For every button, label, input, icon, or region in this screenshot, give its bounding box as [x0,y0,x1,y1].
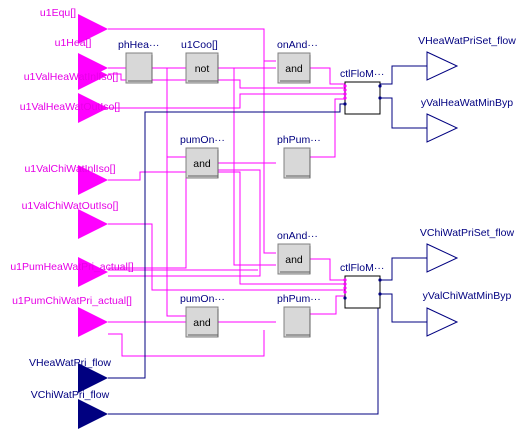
label-phPumHea: phPum··· [277,134,321,146]
wire-inl-ctlFlo [108,73,345,89]
wire-out-ctlFlo [108,93,345,109]
label-phHea: phHea··· [118,39,159,51]
label-yValHeaWatMinByp: yValHeaWatMinByp [421,97,513,109]
wire-phPum2-ctlFlo2 [310,295,345,315]
wire-ctlFlo-V [380,65,427,85]
wire-ctlFlo-yVal [380,97,427,129]
input-u1ValHeaWatInlIso-icon[interactable] [78,60,108,90]
input-u1Equ-icon[interactable] [78,14,108,44]
boolean-inputs [78,14,108,337]
wire-phHea-pumOn2 [166,157,186,317]
label-onAndChi: onAnd··· [277,230,318,242]
block-labels: phHea··· u1Coo[] onAnd··· pumOn··· phPum… [118,39,384,305]
wire-u1Equ-onAnd2 [263,61,276,254]
block-pumOnChi-text: and [193,317,211,329]
label-VHeaWatPriSet: VHeaWatPriSet_flow [418,35,516,47]
output-labels: VHeaWatPriSet_flow yValHeaWatMinByp VChi… [418,35,516,302]
wire-VHea-ctlFlo [108,103,345,379]
input-u1PumHeaWatPri-icon[interactable] [78,257,108,287]
input-u1PumChiWatPri-icon[interactable] [78,307,108,337]
label-pumOnHea: pumOn··· [180,134,225,146]
block-u1Coo[interactable]: not [185,52,219,84]
output-yValHeaWatMinByp-icon[interactable] [426,113,459,143]
label-VChiWatPri: VChiWatPri_flow [31,389,110,401]
label-u1Hea: u1Hea[] [55,37,92,49]
label-VChiWatPriSet: VChiWatPriSet_flow [420,227,515,239]
block-phHea[interactable] [125,52,153,84]
block-phPumChi[interactable] [283,306,311,338]
label-pumOnChi: pumOn··· [180,293,225,305]
label-u1Equ: u1Equ[] [40,7,76,19]
real-inputs [78,363,108,429]
block-pumOnChi[interactable]: and [185,306,219,338]
block-ctlFloChi[interactable] [343,275,382,309]
wire-VChi-ctlFlo2 [108,300,379,415]
block-pumOnHea-text: and [193,158,211,170]
label-phPumChi: phPum··· [277,293,321,305]
input-u1ValChiWatOutIso-icon[interactable] [78,209,108,239]
label-u1ValChiWatInlIso: u1ValChiWatInlIso[] [24,163,115,175]
block-pumOnHea[interactable]: and [185,147,219,179]
wire-pumHea-pumOn [108,169,261,277]
wire-u1Coo-onAnd2 [218,67,276,266]
block-ctlFloHea[interactable] [343,81,382,115]
wire-pumHea-pumOn2 [108,170,187,269]
output-VHeaWatPriSet-icon[interactable] [426,51,459,81]
input-u1ValHeaWatOutIso-icon[interactable] [78,93,108,123]
wire-onAnd-ctlFlo [310,67,345,85]
block-u1Coo-text: not [195,63,210,75]
block-onAndChi[interactable]: and [277,243,311,275]
input-labels: u1Equ[] u1Hea[] u1ValHeaWatInlIso[] u1Va… [10,7,133,401]
label-ctlFloHea: ctlFloM··· [340,68,384,80]
label-VHeaWatPri: VHeaWatPri_flow [29,357,111,369]
wire-ctlFlo2-yVal [380,293,427,323]
label-u1ValChiWatOutIso: u1ValChiWatOutIso[] [22,200,119,212]
label-onAndHea: onAnd··· [277,39,318,51]
label-u1ValHeaWatInlIso: u1ValHeaWatInlIso[] [24,71,119,83]
block-onAndChi-text: and [285,254,303,266]
input-u1ValChiWatInlIso-icon[interactable] [78,165,108,195]
label-u1PumChiWatPri: u1PumChiWatPri_actual[] [12,295,132,307]
label-yValChiWatMinByp: yValChiWatMinByp [423,290,512,302]
wire-onAnd2-ctlFlo2 [310,258,345,281]
wire-ctlFlo2-V [380,257,427,281]
input-VHeaWatPri-icon[interactable] [78,363,108,393]
label-u1Coo: u1Coo[] [181,39,218,51]
block-onAndHea[interactable]: and [277,52,311,84]
output-yValChiWatMinByp-icon[interactable] [426,307,459,337]
wire-phPum-ctlFlo [310,98,345,158]
block-phPumHea[interactable] [283,147,311,179]
wire-pumOn2-extra [108,330,265,357]
label-ctlFloChi: ctlFloM··· [340,262,384,274]
input-VChiWatPri-icon[interactable] [78,399,108,429]
label-u1ValHeaWatOutIso: u1ValHeaWatOutIso[] [20,101,120,113]
label-u1PumHeaWatPri: u1PumHeaWatPri_actual[] [10,261,133,273]
output-VChiWatPriSet-icon[interactable] [426,243,459,273]
real-outputs [426,51,459,337]
wire-chiOut-ctlFlo2 [108,223,345,291]
block-onAndHea-text: and [285,63,303,75]
wire-u1Equ-onAnd [108,28,276,62]
